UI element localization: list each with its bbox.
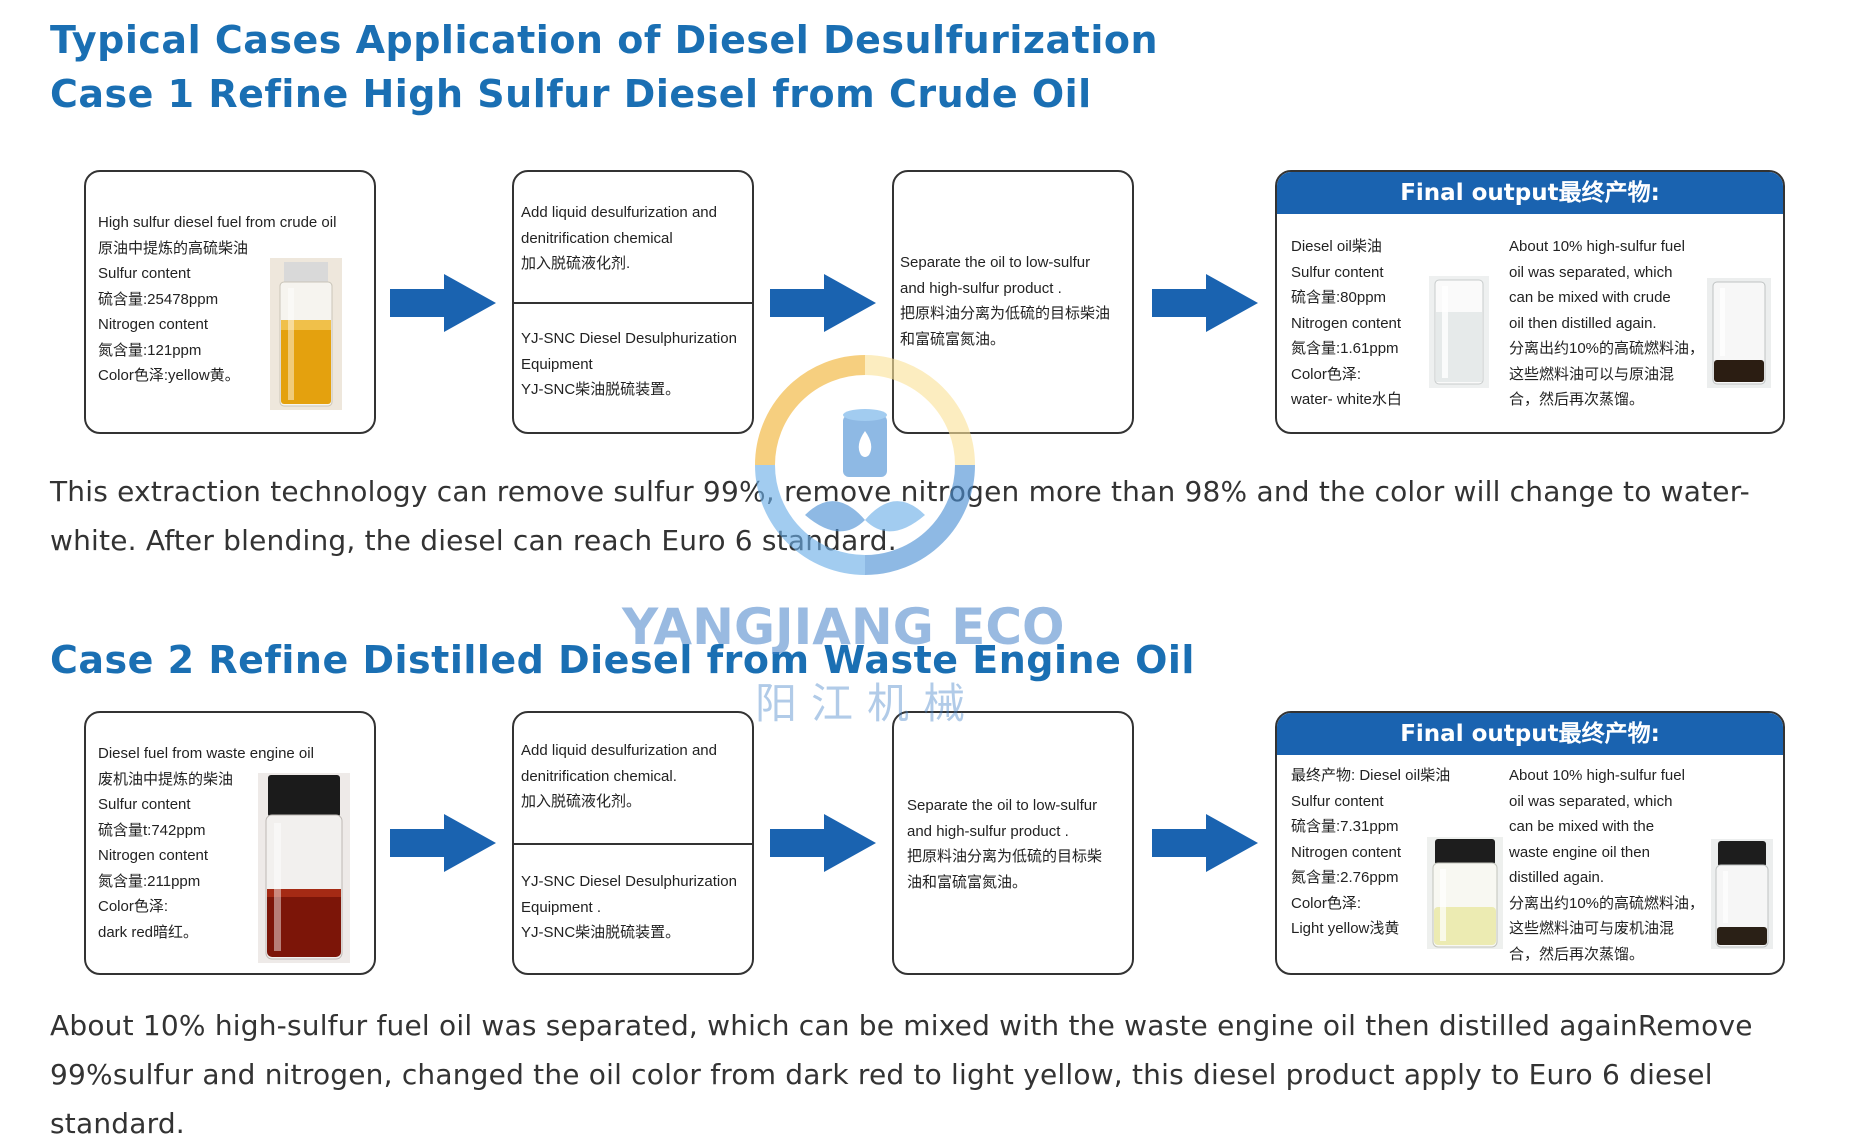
case2-final-output-box: Final output最终产物: 最终产物: Diesel oil柴油 Sul… [1275, 711, 1785, 975]
case2-step2-bottom-text: YJ-SNC Diesel Desulphurization Equipment… [521, 873, 737, 941]
case2-step2-top-text: Add liquid desulfurization and denitrifi… [521, 742, 717, 810]
watermark-logo-icon [755, 355, 975, 575]
case1-step2-top-text: Add liquid desulfurization and denitrifi… [521, 204, 717, 272]
case2-arrow-1-icon [390, 814, 496, 872]
case2-summary-text: About 10% high-sulfur fuel oil was separ… [50, 1009, 1753, 1140]
case2-step2-box: Add liquid desulfurization and denitrifi… [512, 711, 754, 975]
case1-arrow-1-icon [390, 274, 496, 332]
case2-step2-divider [514, 843, 752, 845]
case2-step1-box: Diesel fuel from waste engine oil 废机油中提炼… [84, 711, 376, 975]
case2-step3-text: Separate the oil to low-sulfur and high-… [907, 797, 1103, 891]
case1-final-header: Final output最终产物: [1277, 172, 1783, 214]
case2-final-header: Final output最终产物: [1277, 713, 1783, 755]
high-sulfur-oil-vial-image [1707, 278, 1771, 388]
case1-arrow-2-icon [770, 274, 876, 332]
page-title: Typical Cases Application of Diesel Desu… [50, 18, 1159, 62]
case2-arrow-3-icon [1152, 814, 1258, 872]
case2-high-sulfur-oil-vial-image [1711, 839, 1773, 949]
case2-heading: Case 2 Refine Distilled Diesel from Wast… [50, 638, 1195, 682]
case2-step3-box: Separate the oil to low-sulfur and high-… [892, 711, 1134, 975]
case1-step2-box: Add liquid desulfurization and denitrifi… [512, 170, 754, 434]
case2-arrow-2-icon [770, 814, 876, 872]
case1-final-right-text: About 10% high-sulfur fuel oil was separ… [1509, 238, 1705, 408]
case2-final-left-text: 最终产物: Diesel oil柴油 Sulfur content 硫含量:7.… [1291, 767, 1451, 937]
case1-step1-box: High sulfur diesel fuel from crude oil 原… [84, 170, 376, 434]
light-yellow-diesel-vial-image [1427, 837, 1503, 949]
clear-diesel-vial-image [1429, 276, 1489, 388]
case1-final-output-box: Final output最终产物: Diesel oil柴油 Sulfur co… [1275, 170, 1785, 434]
case1-step3-text: Separate the oil to low-sulfur and high-… [900, 254, 1111, 348]
case1-step1-text: High sulfur diesel fuel from crude oil 原… [98, 214, 337, 384]
watermark-brand-cn: 阳江机械 [755, 679, 980, 728]
case1-step2-bottom-text: YJ-SNC Diesel Desulphurization Equipment… [521, 330, 737, 398]
case2-final-right-text: About 10% high-sulfur fuel oil was separ… [1509, 767, 1705, 963]
watermark-brand-name: YANGJIANG ECO [622, 598, 1065, 656]
case1-arrow-3-icon [1152, 274, 1258, 332]
case2-step1-text: Diesel fuel from waste engine oil 废机油中提炼… [98, 745, 314, 941]
case1-step2-divider [514, 302, 752, 304]
yellow-oil-vial-image [270, 258, 342, 410]
case1-final-left-text: Diesel oil柴油 Sulfur content 硫含量:80ppm Ni… [1291, 238, 1402, 408]
case1-heading: Case 1 Refine High Sulfur Diesel from Cr… [50, 72, 1092, 116]
dark-red-oil-vial-image [258, 773, 350, 963]
